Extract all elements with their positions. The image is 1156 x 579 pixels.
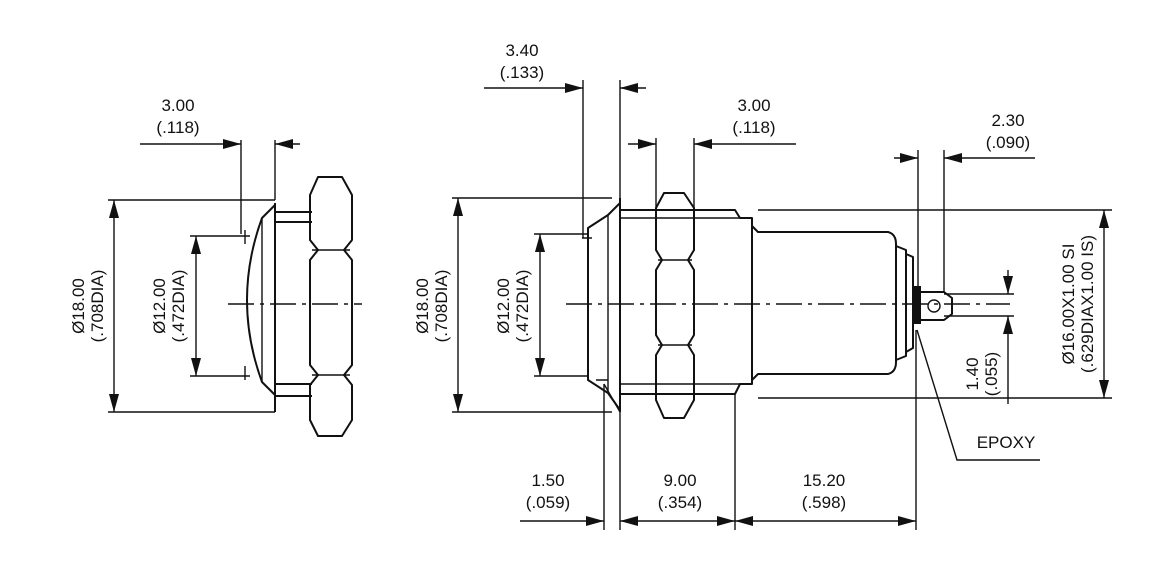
side-thread-length-mm: 9.00 xyxy=(663,471,696,490)
epoxy-seal xyxy=(913,286,921,324)
side-hex-nut xyxy=(655,192,695,419)
front-outer-dia-inch: (.708DIA) xyxy=(88,270,107,343)
side-inner-dia-inch: (.472DIA) xyxy=(513,270,532,343)
side-bezel-inch: (.059) xyxy=(526,493,570,512)
side-offset-inch: (.133) xyxy=(500,63,544,82)
front-shaft xyxy=(275,211,312,397)
side-body-length-mm: 15.20 xyxy=(803,471,846,490)
side-pin-length-inch: (.090) xyxy=(986,133,1030,152)
side-shaft xyxy=(620,209,753,395)
side-pin xyxy=(921,291,953,321)
front-lens xyxy=(246,204,276,396)
side-inner-dia-mm: Ø12.00 xyxy=(494,278,513,334)
side-outer-dia-mm: Ø18.00 xyxy=(413,278,432,334)
side-body xyxy=(751,225,897,381)
front-outer-dia-mm: Ø18.00 xyxy=(69,278,88,334)
front-hex-nut xyxy=(309,176,353,437)
epoxy-leader xyxy=(916,329,1040,461)
front-inner-dia-mm: Ø12.00 xyxy=(150,278,169,334)
epoxy-label: EPOXY xyxy=(977,433,1036,452)
side-thread-length-inch: (.354) xyxy=(658,493,702,512)
side-pin-length-mm: 2.30 xyxy=(991,111,1024,130)
front-inner-dia-inch: (.472DIA) xyxy=(169,270,188,343)
front-thickness-inch: (.118) xyxy=(156,118,199,137)
side-view xyxy=(452,80,1112,530)
side-body-length-inch: (.598) xyxy=(802,493,846,512)
side-offset-mm: 3.40 xyxy=(505,41,538,60)
side-outer-dia-inch: (.708DIA) xyxy=(432,270,451,343)
side-bezel-mm: 1.50 xyxy=(531,471,564,490)
side-thread-inch: (.629DIAX1.00 IS) xyxy=(1078,235,1097,373)
side-nut-mm: 3.00 xyxy=(737,96,770,115)
side-pin-dia-inch: (.055) xyxy=(982,352,1001,396)
side-thread-mm: Ø16.00X1.00 SI xyxy=(1059,244,1078,365)
front-view xyxy=(108,139,362,437)
side-nut-inch: (.118) xyxy=(732,118,775,137)
side-lens xyxy=(587,202,621,411)
front-thickness-mm: 3.00 xyxy=(161,96,194,115)
side-pin-dia-mm: 1.40 xyxy=(963,357,982,390)
